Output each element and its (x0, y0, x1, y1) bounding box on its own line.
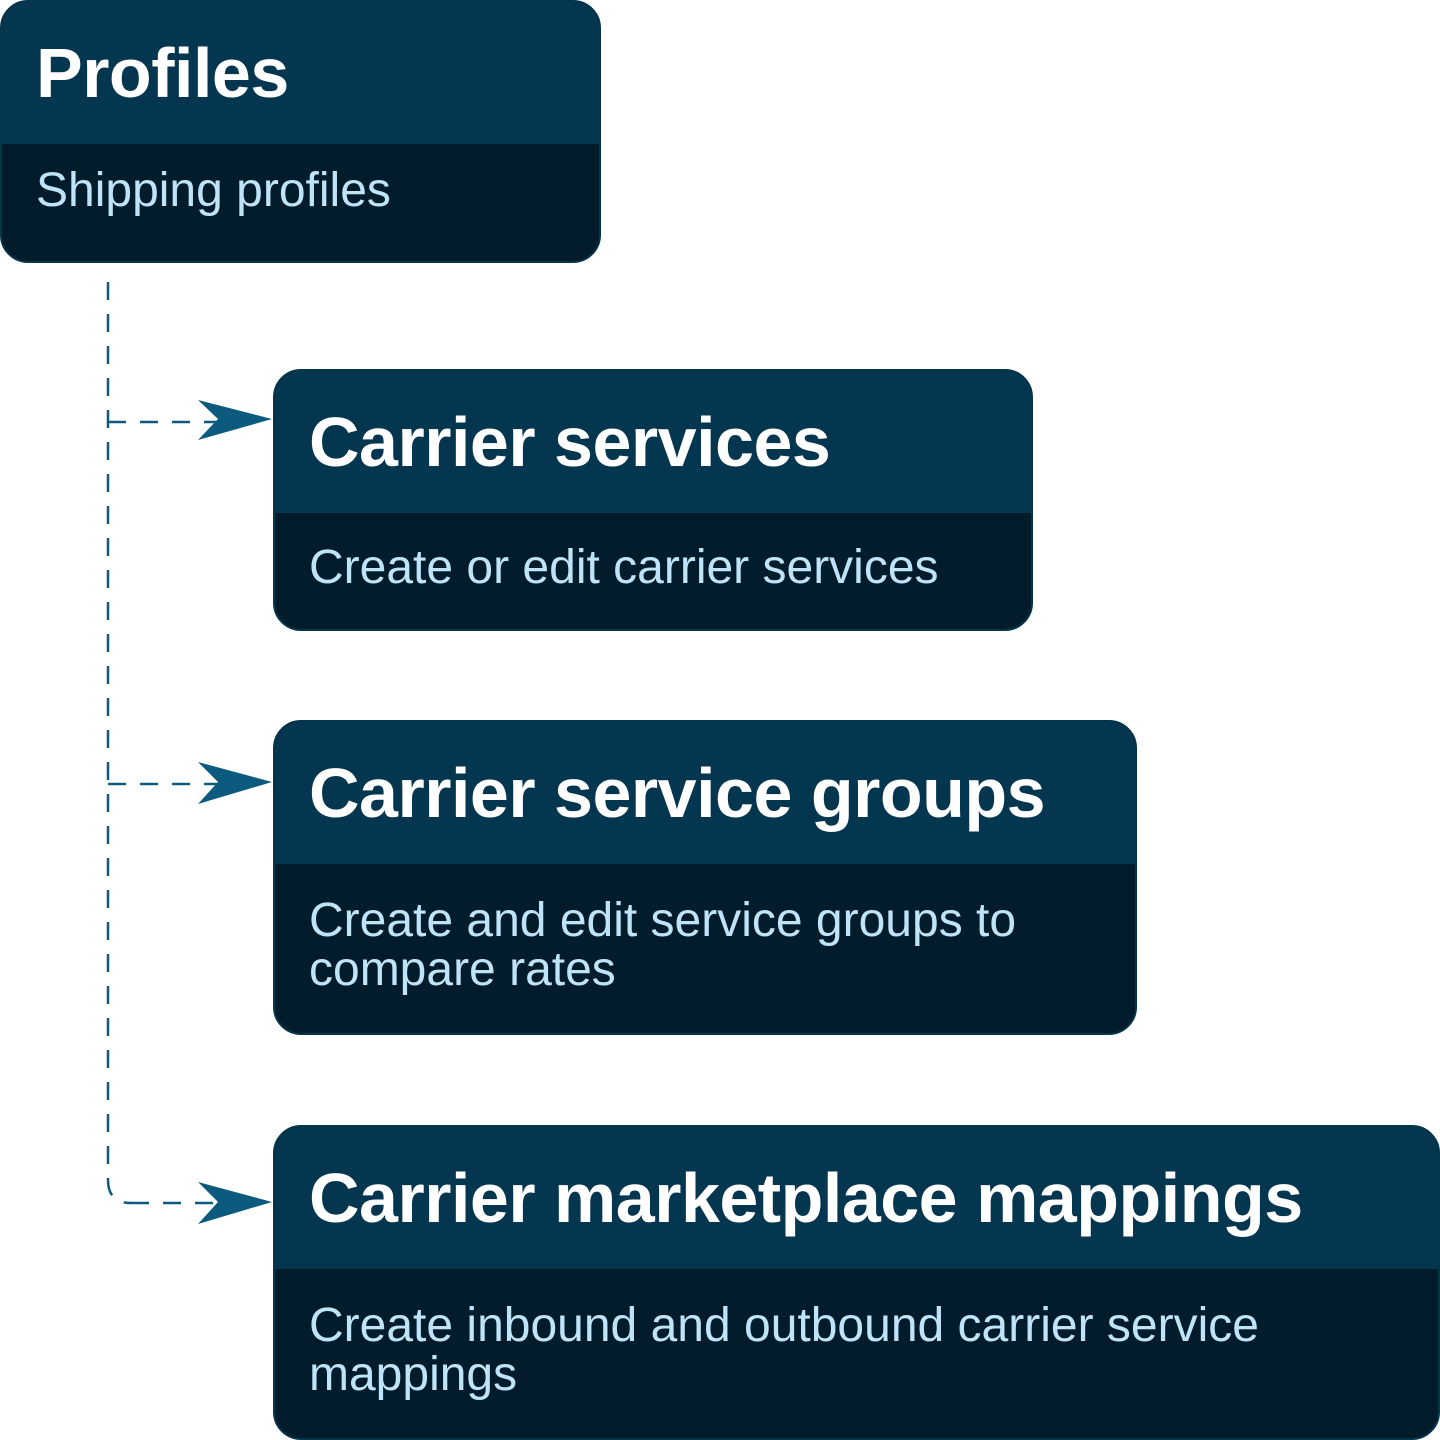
carrier-services-title: Carrier services (275, 371, 1031, 513)
carrier-service-groups-card[interactable]: Carrier service groups Create and edit s… (273, 720, 1137, 1035)
carrier-service-groups-subtitle: Create and edit service groups to compar… (309, 894, 1017, 997)
carrier-marketplace-mappings-subtitle: Create inbound and outbound carrier serv… (309, 1299, 1259, 1402)
carrier-marketplace-mappings-title: Carrier marketplace mappings (275, 1127, 1438, 1269)
arrow-to-carrier-services (108, 400, 272, 440)
profiles-title: Profiles (2, 2, 599, 144)
carrier-service-groups-title: Carrier service groups (275, 722, 1135, 864)
arrow-to-carrier-service-groups (108, 762, 272, 804)
carrier-services-subtitle: Create or edit carrier services (309, 541, 939, 594)
profiles-card[interactable]: Profiles Shipping profiles (0, 0, 601, 263)
carrier-services-card[interactable]: Carrier services Create or edit carrier … (273, 369, 1033, 631)
arrow-to-carrier-marketplace-mappings (131, 1182, 272, 1224)
profiles-subtitle: Shipping profiles (36, 164, 391, 217)
arrowhead-icon (198, 1182, 272, 1224)
carrier-marketplace-mappings-card[interactable]: Carrier marketplace mappings Create inbo… (273, 1125, 1440, 1440)
arrowhead-icon (198, 400, 272, 440)
arrowhead-icon (198, 762, 272, 804)
trunk-connector (106, 282, 132, 1205)
